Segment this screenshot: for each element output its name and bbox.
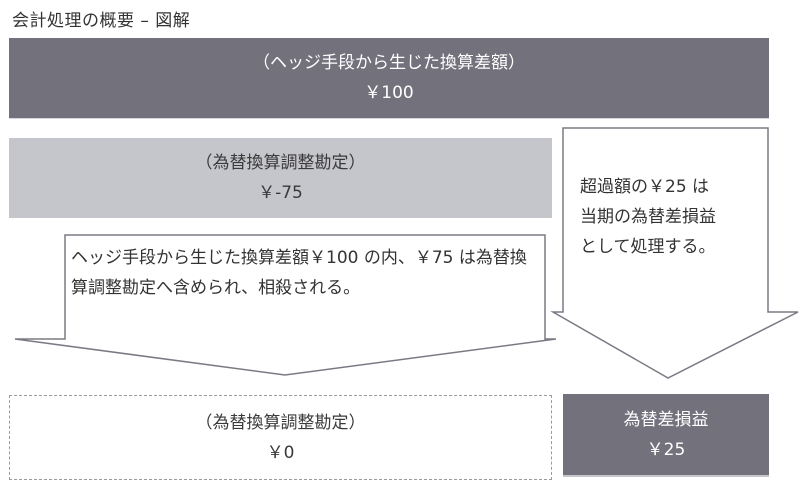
left-down-arrow [14, 234, 557, 376]
right-arrow-line-1: 超過額の￥25 は [580, 177, 710, 197]
fx-gain-loss-box: 為替差損益 ￥25 [563, 394, 769, 477]
translation-adjustment-after-box: （為替換算調整勘定） ￥0 [9, 395, 552, 480]
right-down-arrow [550, 127, 799, 379]
hedge-translation-difference-label: （ヘッジ手段から生じた換算差額） [253, 53, 525, 73]
hedge-translation-difference-amount: ￥100 [364, 83, 414, 103]
translation-adjustment-before-amount: ￥-75 [258, 183, 303, 203]
fx-gain-loss-label: 為替差損益 [623, 409, 709, 430]
hedge-translation-difference-box: （ヘッジ手段から生じた換算差額） ￥100 [9, 38, 769, 119]
fx-gain-loss-amount: ￥25 [646, 439, 686, 460]
translation-adjustment-after-label: （為替換算調整勘定） [195, 412, 366, 433]
diagram-title: 会計処理の概要 – 図解 [12, 11, 191, 31]
left-arrow-text: ヘッジ手段から生じた換算差額￥100 の内、￥75 は為替換算調整勘定へ含められ… [71, 248, 527, 298]
translation-adjustment-before-label: （為替換算調整勘定） [195, 153, 366, 173]
translation-adjustment-before-box: （為替換算調整勘定） ￥-75 [9, 138, 552, 218]
right-arrow-line-2: 当期の為替差損益 [580, 207, 716, 227]
translation-adjustment-after-amount: ￥0 [266, 442, 295, 463]
right-arrow-line-3: として処理する。 [580, 237, 716, 257]
right-arrow-text: 超過額の￥25 は 当期の為替差損益 として処理する。 [580, 172, 760, 262]
